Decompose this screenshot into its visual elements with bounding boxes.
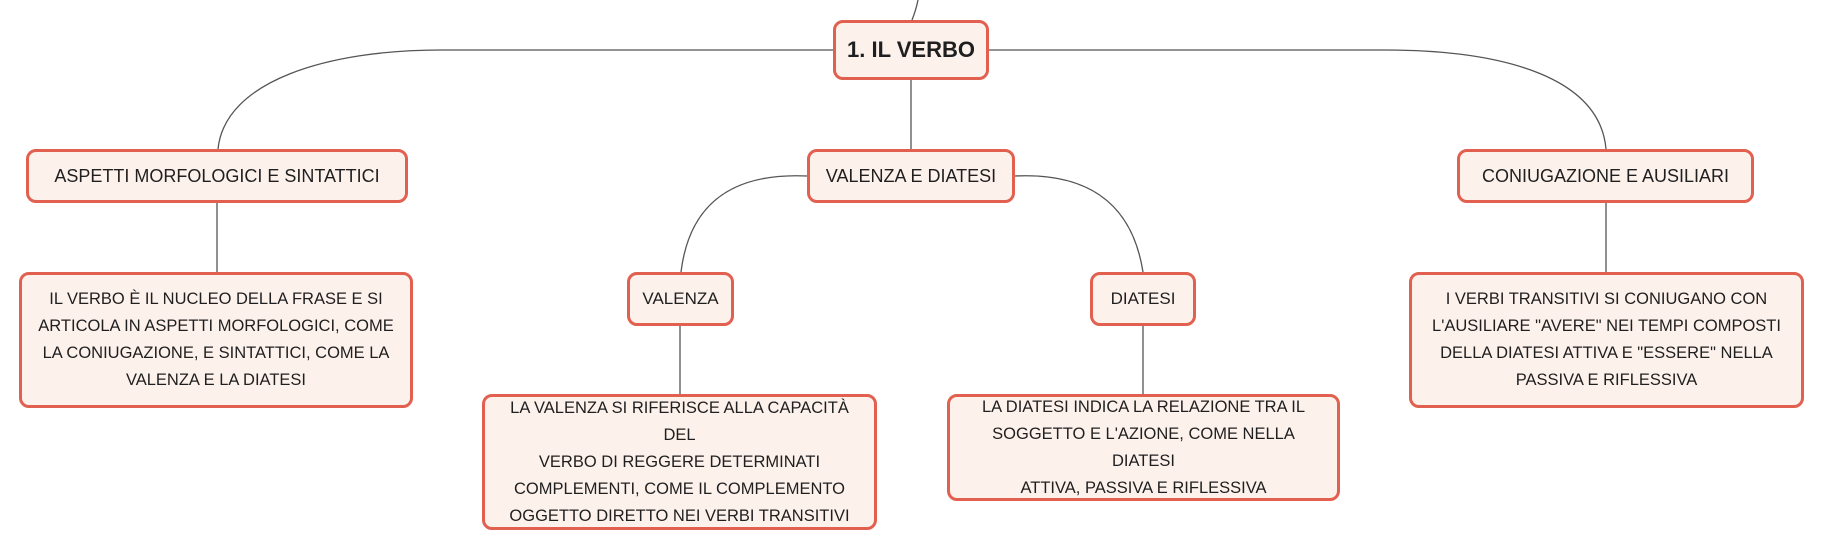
leaf-text-line: IL VERBO È IL NUCLEO DELLA FRASE E SI [49,290,383,308]
subtopic-node-label: VALENZA [642,289,719,308]
connector-root-aspetti [217,49,833,150]
root-node-label: 1. IL VERBO [847,37,975,62]
topic-node-valenza-diatesi[interactable]: VALENZA E DIATESI [807,149,1015,203]
connector-root-parent [911,0,919,21]
leaf-text-line: ARTICOLA IN ASPETTI MORFOLOGICI, COME [38,317,394,335]
topic-node-label: CONIUGAZIONE E AUSILIARI [1481,165,1730,186]
topic-node-label: ASPETTI MORFOLOGICI E SINTATTICI [54,165,380,186]
leaf-text-line: I VERBI TRANSITIVI SI CONIUGANO CON [1445,290,1768,308]
leaf-node-valenza[interactable]: LA VALENZA SI RIFERISCE ALLA CAPACITÀ DE… [482,394,877,530]
connector-root-coniugazione [989,49,1607,150]
subtopic-node-diatesi[interactable]: DIATESI [1090,272,1196,326]
subtopic-node-label: DIATESI [1110,289,1176,308]
leaf-text-line: LA DIATESI INDICA LA RELAZIONE TRA IL [981,397,1306,416]
topic-node-aspetti[interactable]: ASPETTI MORFOLOGICI E SINTATTICI [26,149,408,203]
leaf-text-line: L'AUSILIARE "AVERE" NEI TEMPI COMPOSTI [1432,317,1781,335]
leaf-text-line: SOGGETTO E L'AZIONE, COME NELLA DIATESI [992,424,1295,470]
leaf-node-coniugazione[interactable]: I VERBI TRANSITIVI SI CONIUGANO CON L'AU… [1409,272,1804,408]
leaf-node-aspetti[interactable]: IL VERBO È IL NUCLEO DELLA FRASE E SI AR… [19,272,413,408]
leaf-text-line: COMPLEMENTI, COME IL COMPLEMENTO [514,479,845,498]
leaf-text-line: LA VALENZA SI RIFERISCE ALLA CAPACITÀ DE… [510,398,849,444]
leaf-text-line: ATTIVA, PASSIVA E RIFLESSIVA [1020,478,1267,497]
subtopic-node-valenza[interactable]: VALENZA [627,272,734,326]
connector-vd-valenza [680,175,808,273]
connector-vd-diatesi [1014,175,1144,273]
topic-node-label: VALENZA E DIATESI [825,165,997,186]
leaf-node-diatesi[interactable]: LA DIATESI INDICA LA RELAZIONE TRA IL SO… [947,394,1340,501]
leaf-text-line: PASSIVA E RIFLESSIVA [1515,371,1698,389]
leaf-text-line: VALENZA E LA DIATESI [125,371,307,389]
leaf-text-line: OGGETTO DIRETTO NEI VERBI TRANSITIVI [509,506,850,525]
leaf-text-line: LA CONIUGAZIONE, E SINTATTICI, COME LA [42,344,390,362]
leaf-text-line: DELLA DIATESI ATTIVA E "ESSERE" NELLA [1440,344,1773,362]
root-node[interactable]: 1. IL VERBO [833,20,989,80]
leaf-text-line: VERBO DI REGGERE DETERMINATI [538,452,821,471]
topic-node-coniugazione[interactable]: CONIUGAZIONE E AUSILIARI [1457,149,1754,203]
